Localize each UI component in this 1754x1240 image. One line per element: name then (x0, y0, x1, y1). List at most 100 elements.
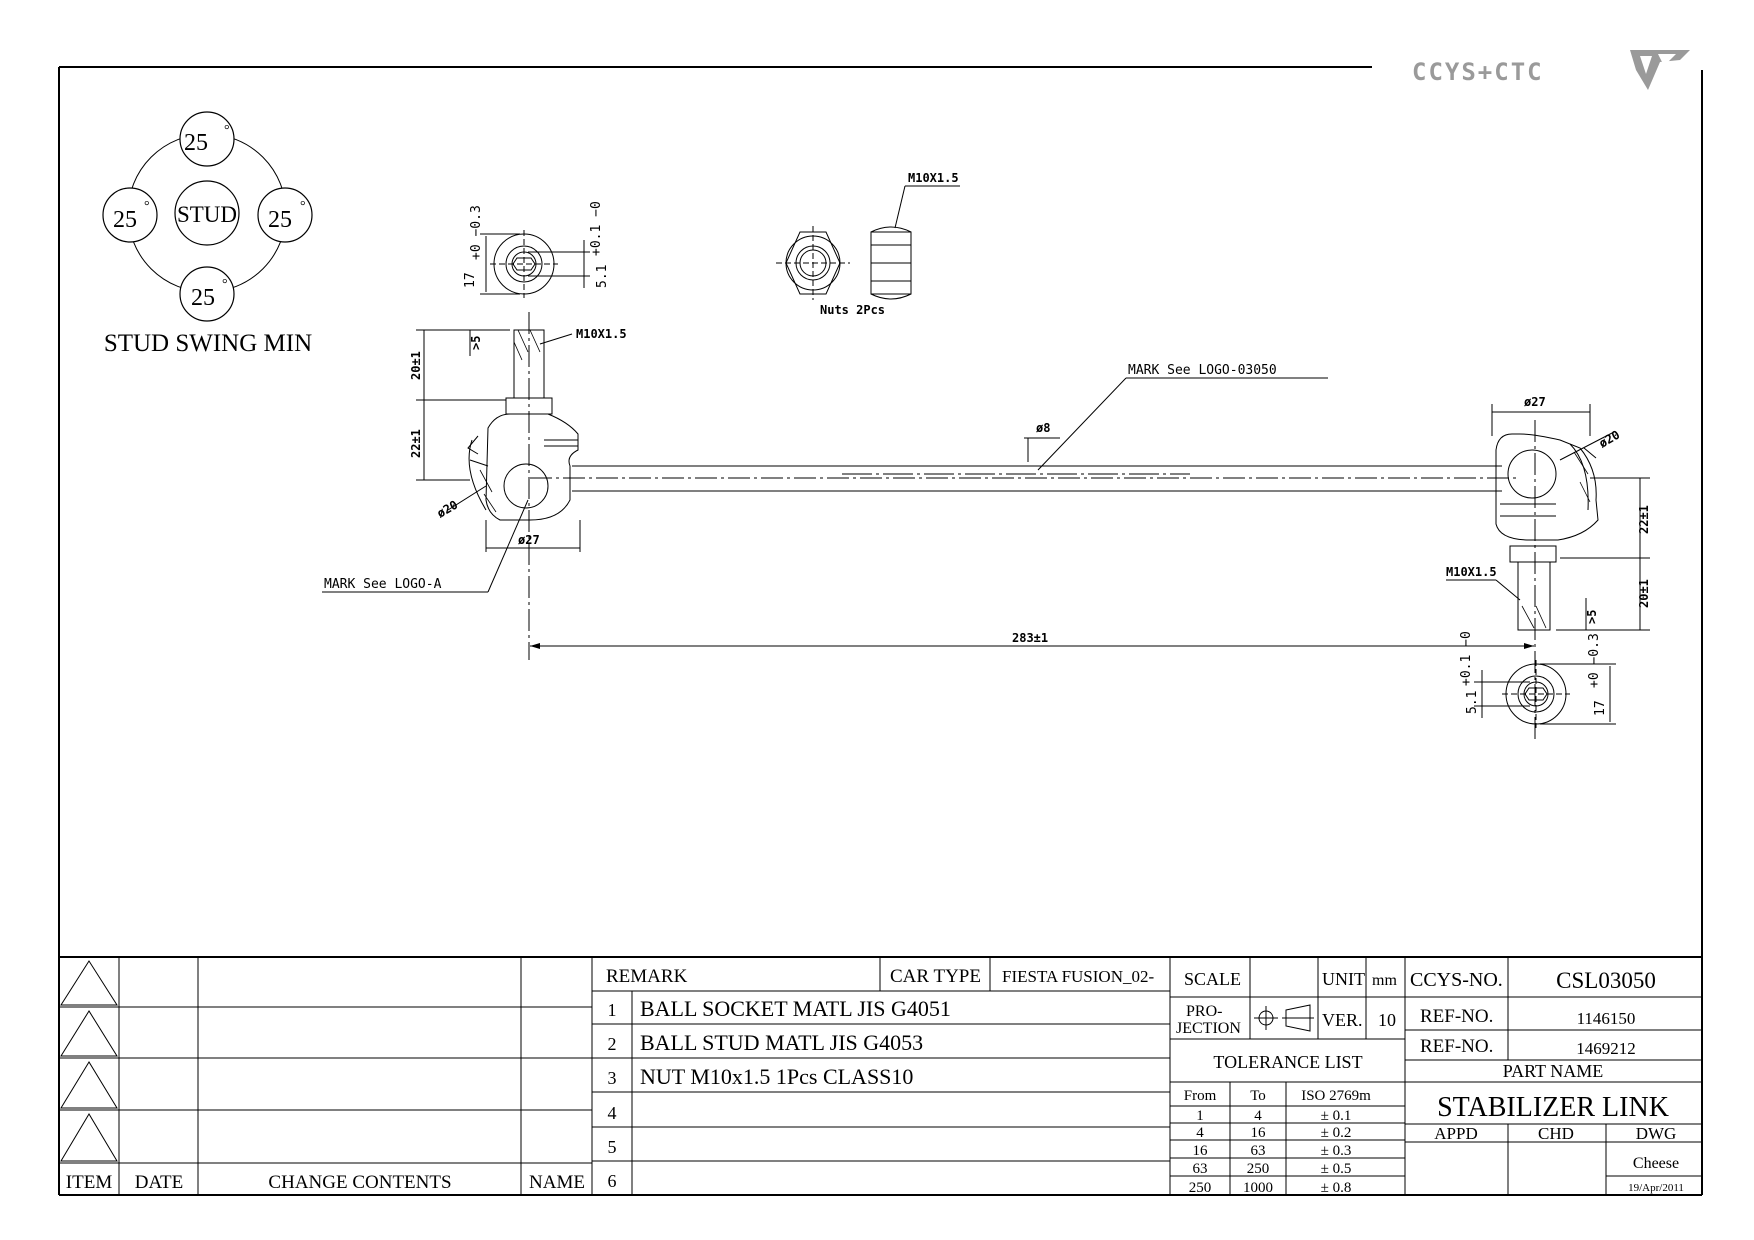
car-type-label: CAR TYPE (890, 966, 981, 987)
tol-row-5-from: 250 (1189, 1180, 1212, 1196)
tol-row-4-from: 63 (1193, 1161, 1208, 1177)
right-socket-bottom-view: 17 +0 −0.3 5.1 +0.1 −0 (1459, 631, 1616, 728)
chd-label: CHD (1538, 1124, 1574, 1143)
tol-row-3-to: 63 (1251, 1143, 1266, 1159)
left-socket-top-view: 17 +0 −0.3 5.1 +0.1 −0 (463, 201, 610, 298)
unit-value: mm (1372, 972, 1397, 989)
tol-row-3-value: ± 0.3 (1321, 1143, 1352, 1159)
swing-caption: STUD SWING MIN (104, 330, 312, 357)
swing-left-degree: ° (144, 199, 150, 214)
remark-num-3: 3 (608, 1068, 617, 1088)
remark-text-3: NUT M10x1.5 1Pcs CLASS10 (640, 1064, 913, 1089)
mark-logo-right-label: MARK See LOGO-03050 (1128, 363, 1277, 378)
projection-label-1: PRO- (1186, 1003, 1222, 1020)
remark-num-6: 6 (608, 1171, 617, 1191)
ccys-no-label: CCYS-NO. (1410, 969, 1503, 991)
thread-len-left-label: 20±1 (409, 351, 423, 380)
socket-left-label: 5.1 (595, 265, 610, 288)
title-block: SCALE UNIT mm PRO- JECTION VER. 10 TOLER… (1176, 968, 1684, 1196)
rod-dia-label: ø8 (1036, 421, 1050, 435)
thread-right-label: M10X1.5 (1446, 565, 1497, 579)
right-ball-joint: ø27 ø20 22±1 20±1 >5 M10X1.5 (1446, 395, 1651, 740)
mark-logo-left-label: MARK See LOGO-A (324, 577, 442, 592)
scale-label: SCALE (1184, 969, 1241, 989)
ref-no-value-1: 1146150 (1577, 1009, 1636, 1028)
ball-left-label: ø20 (435, 498, 461, 521)
remarks-table: REMARK CAR TYPE FIESTA FUSION_02- 1 BALL… (606, 966, 1154, 1191)
housing-left-label: ø27 (518, 533, 540, 547)
socket-tol-right-label: +0.1 −0 (1459, 631, 1474, 686)
tol-row-4-to: 250 (1247, 1161, 1270, 1177)
overall-length-dim: 283±1 (530, 631, 1534, 649)
ref-no-value-2: 1469212 (1576, 1039, 1636, 1058)
tol-header-to: To (1250, 1088, 1266, 1104)
nuts-count-label: Nuts 2Pcs (820, 303, 885, 317)
remark-text-2: BALL STUD MATL JIS G4053 (640, 1030, 923, 1055)
remark-num-4: 4 (608, 1103, 617, 1123)
car-type-value: FIESTA FUSION_02- (1002, 967, 1154, 986)
ref-no-label-1: REF-NO. (1420, 1006, 1493, 1027)
col-date: DATE (135, 1172, 184, 1193)
socket-right-label: 5.1 (1465, 691, 1480, 714)
ver-label: VER. (1322, 1010, 1363, 1030)
housing-right-label: ø27 (1524, 395, 1546, 409)
hex-width-left-label: 17 (463, 272, 478, 288)
tol-header-from: From (1184, 1088, 1217, 1104)
swing-top-degree: ° (224, 123, 230, 138)
swing-top-value: 25 (184, 130, 208, 156)
tol-row-5-to: 1000 (1243, 1180, 1273, 1196)
swing-center-label: STUD (177, 202, 237, 227)
overall-length-label: 283±1 (1012, 631, 1048, 645)
dwg-date: 19/Apr/2011 (1628, 1182, 1684, 1194)
tol-row-1-value: ± 0.1 (1321, 1108, 1352, 1124)
link-rod: ø8 MARK See LOGO-03050 (530, 363, 1520, 492)
appd-label: APPD (1434, 1124, 1477, 1143)
part-name-value: STABILIZER LINK (1437, 1092, 1669, 1123)
remark-num-2: 2 (608, 1034, 617, 1054)
hex-tol-right-label: +0 −0.3 (1587, 633, 1602, 688)
swing-right-degree: ° (300, 199, 306, 214)
unit-label: UNIT (1322, 969, 1365, 989)
remark-num-1: 1 (608, 1000, 617, 1020)
table-grid (59, 956, 1702, 1195)
min-left-label: >5 (469, 336, 483, 350)
tol-row-1-to: 4 (1254, 1108, 1262, 1124)
remark-num-5: 5 (608, 1137, 617, 1157)
remark-header: REMARK (606, 966, 688, 987)
ball-right-label: ø20 (1597, 428, 1623, 451)
tol-row-5-value: ± 0.8 (1321, 1180, 1352, 1196)
height-left-label: 22±1 (409, 429, 423, 458)
brand-name: CCYS+CTC (1412, 58, 1544, 86)
tol-row-3-from: 16 (1193, 1143, 1209, 1159)
thread-top-label: M10X1.5 (576, 327, 627, 341)
socket-tol-left-label: +0.1 −0 (589, 201, 604, 256)
nut-thread-label: M10X1.5 (908, 171, 959, 185)
stud-swing-diagram: 25 ° 25 ° STUD 25 ° 25 ° STUD SWING MIN (102, 111, 313, 357)
projection-label-2: JECTION (1176, 1020, 1241, 1037)
swing-bottom-value: 25 (191, 285, 215, 311)
height-right-label: 22±1 (1637, 505, 1651, 534)
dwg-label: DWG (1636, 1124, 1677, 1143)
revision-table: ITEM DATE CHANGE CONTENTS NAME (66, 1172, 585, 1193)
ccys-no-value: CSL03050 (1556, 968, 1656, 993)
tol-row-2-from: 4 (1196, 1125, 1204, 1141)
swing-right-value: 25 (268, 207, 292, 233)
col-item: ITEM (66, 1172, 113, 1193)
nut-views: M10X1.5 Nuts 2Pcs (776, 171, 960, 317)
ver-value: 10 (1378, 1010, 1396, 1030)
col-name: NAME (529, 1172, 585, 1193)
tol-row-4-value: ± 0.5 (1321, 1161, 1352, 1177)
left-ball-joint: 20±1 22±1 >5 M10X1.5 ø20 ø27 MARK See LO… (322, 312, 627, 660)
swing-bottom-degree: ° (222, 277, 228, 292)
min-right-label: >5 (1585, 610, 1599, 624)
brand-logo: CCYS+CTC (1412, 50, 1690, 90)
tol-row-1-from: 1 (1196, 1108, 1204, 1124)
tol-row-2-to: 16 (1251, 1125, 1267, 1141)
swing-left-value: 25 (113, 207, 137, 233)
ref-no-label-2: REF-NO. (1420, 1036, 1493, 1057)
part-name-label: PART NAME (1503, 1061, 1603, 1081)
tol-row-2-value: ± 0.2 (1321, 1125, 1352, 1141)
tolerance-title: TOLERANCE LIST (1213, 1052, 1362, 1072)
col-change-contents: CHANGE CONTENTS (268, 1172, 451, 1193)
